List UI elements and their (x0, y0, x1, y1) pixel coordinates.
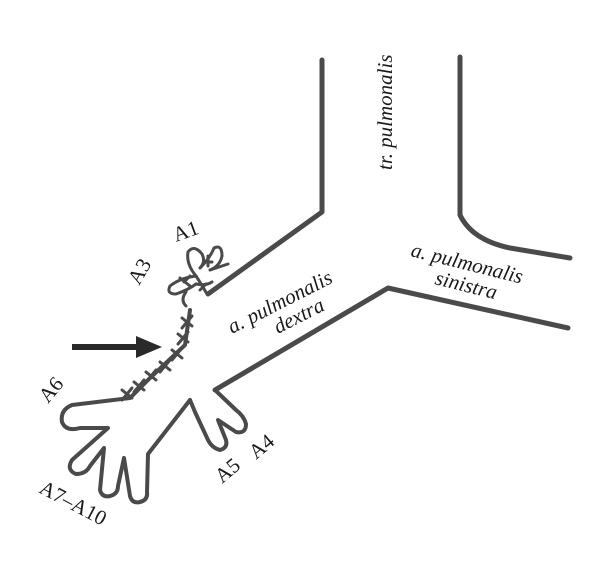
segment-a1-label: A1 (170, 215, 202, 246)
segment-a4-label: A4 (244, 429, 279, 464)
a1-a3-tufts (169, 247, 228, 306)
branch-marks (122, 316, 192, 400)
trunk-right-wall (460, 57, 570, 258)
segment-a6-label: A6 (33, 372, 68, 407)
segment-a3-label: A3 (123, 254, 157, 288)
segment-a5-label: A5 (210, 453, 245, 488)
right-artery-upper-distal-wall (62, 310, 190, 502)
trunk-left-wall (208, 60, 322, 294)
trunk-label: tr. pulmonalis (373, 54, 397, 170)
a4-a5-branches (190, 390, 246, 450)
indicator-arrow (72, 336, 162, 358)
